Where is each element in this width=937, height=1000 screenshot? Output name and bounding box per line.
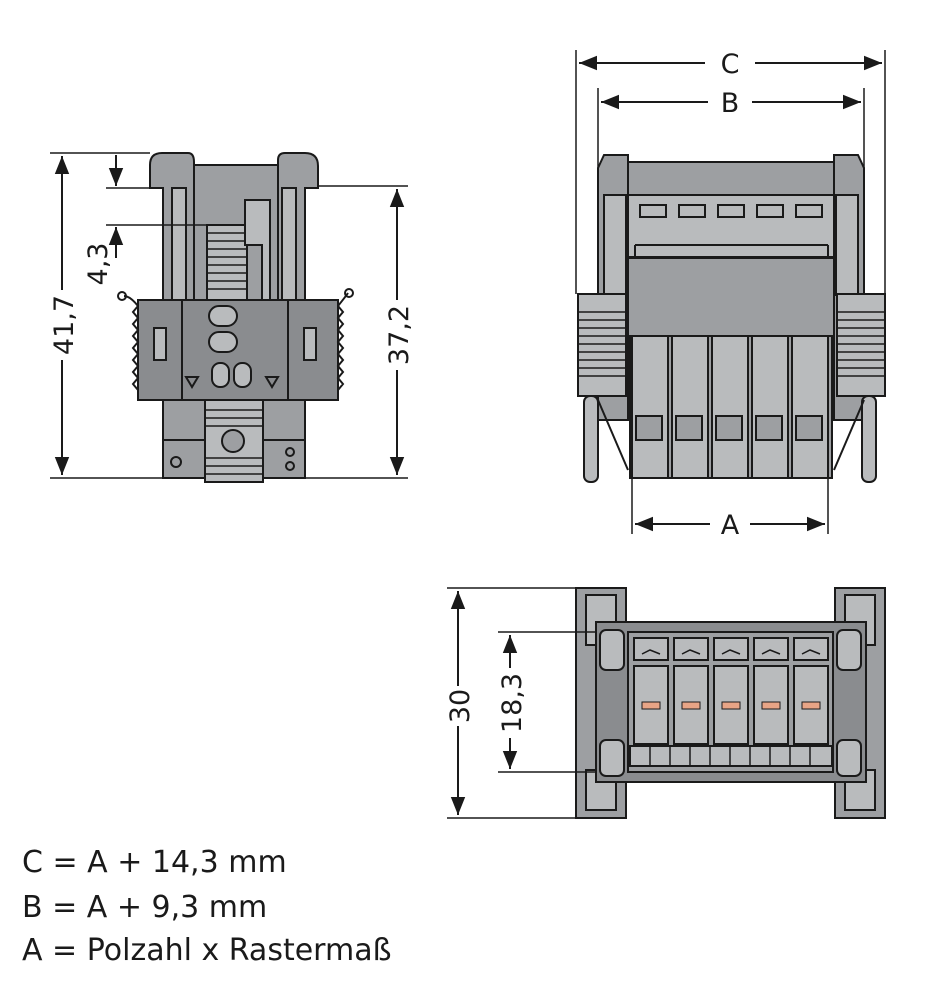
lever-ribs — [205, 409, 263, 475]
contact-3 — [721, 701, 741, 710]
contact-1 — [641, 701, 661, 710]
contact-5 — [801, 701, 821, 710]
dim-c: C — [721, 49, 740, 80]
formula-c: C = A + 14,3 mm — [22, 845, 287, 880]
front-view: C B A — [575, 49, 886, 541]
dim-37-2: 37,2 — [384, 305, 415, 365]
bottom-view: 30 18,3 — [444, 587, 886, 819]
dim-30: 30 — [445, 689, 476, 723]
formula-a: A = Polzahl x Rastermaß — [22, 933, 392, 968]
front-latch-ribs — [578, 311, 885, 377]
side-view: 41,7 4,3 37,2 — [48, 152, 415, 483]
dim-41-7: 41,7 — [49, 295, 80, 355]
side-ribs — [207, 232, 247, 290]
dim-a: A — [721, 510, 740, 541]
dim-b: B — [721, 88, 740, 119]
formula-b: B = A + 9,3 mm — [22, 890, 268, 925]
contact-4 — [761, 701, 781, 710]
dim-4-3: 4,3 — [83, 243, 114, 286]
dim-18-3: 18,3 — [497, 673, 528, 733]
contact-2 — [681, 701, 701, 710]
